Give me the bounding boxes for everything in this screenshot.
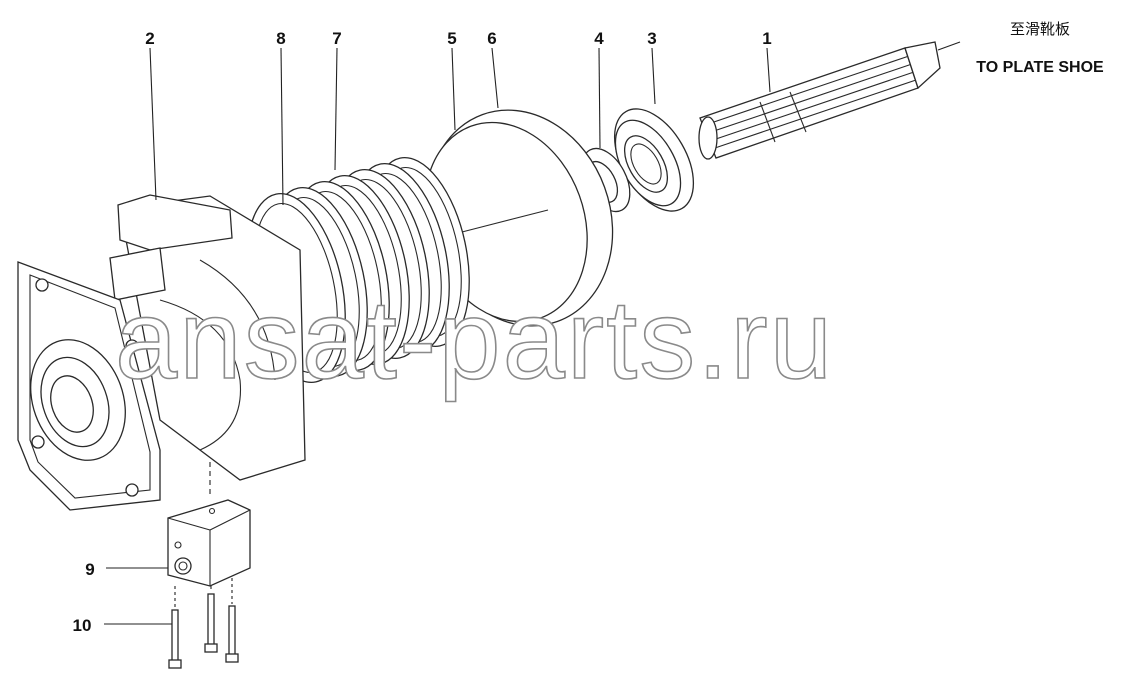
plate-shoe-annotation: 至滑靴板 TO PLATE SHOE: [976, 20, 1104, 76]
callout-numbers: 1 2 3 4 5 6 7 8 9 10: [73, 29, 772, 635]
callout-5: 5: [447, 29, 456, 48]
callout-9: 9: [85, 560, 94, 579]
callout-3: 3: [647, 29, 656, 48]
part-2-motor-housing: [17, 194, 306, 511]
callout-10: 10: [73, 616, 92, 635]
callout-2: 2: [145, 29, 154, 48]
callout-6: 6: [487, 29, 496, 48]
watermark-text: ansat-parts.ru: [115, 277, 834, 402]
part-1-splined-shaft: [698, 41, 961, 160]
part-3-ball-bearing: [613, 108, 695, 212]
callout-4: 4: [594, 29, 604, 48]
part-9-valve-block: [167, 462, 251, 587]
callout-7: 7: [332, 29, 341, 48]
callout-8: 8: [276, 29, 285, 48]
callout-1: 1: [762, 29, 771, 48]
part-10-bolts: [168, 578, 239, 669]
leader-lines: [104, 47, 771, 625]
annotation-chinese: 至滑靴板: [1010, 20, 1070, 38]
annotation-english: TO PLATE SHOE: [976, 59, 1104, 76]
